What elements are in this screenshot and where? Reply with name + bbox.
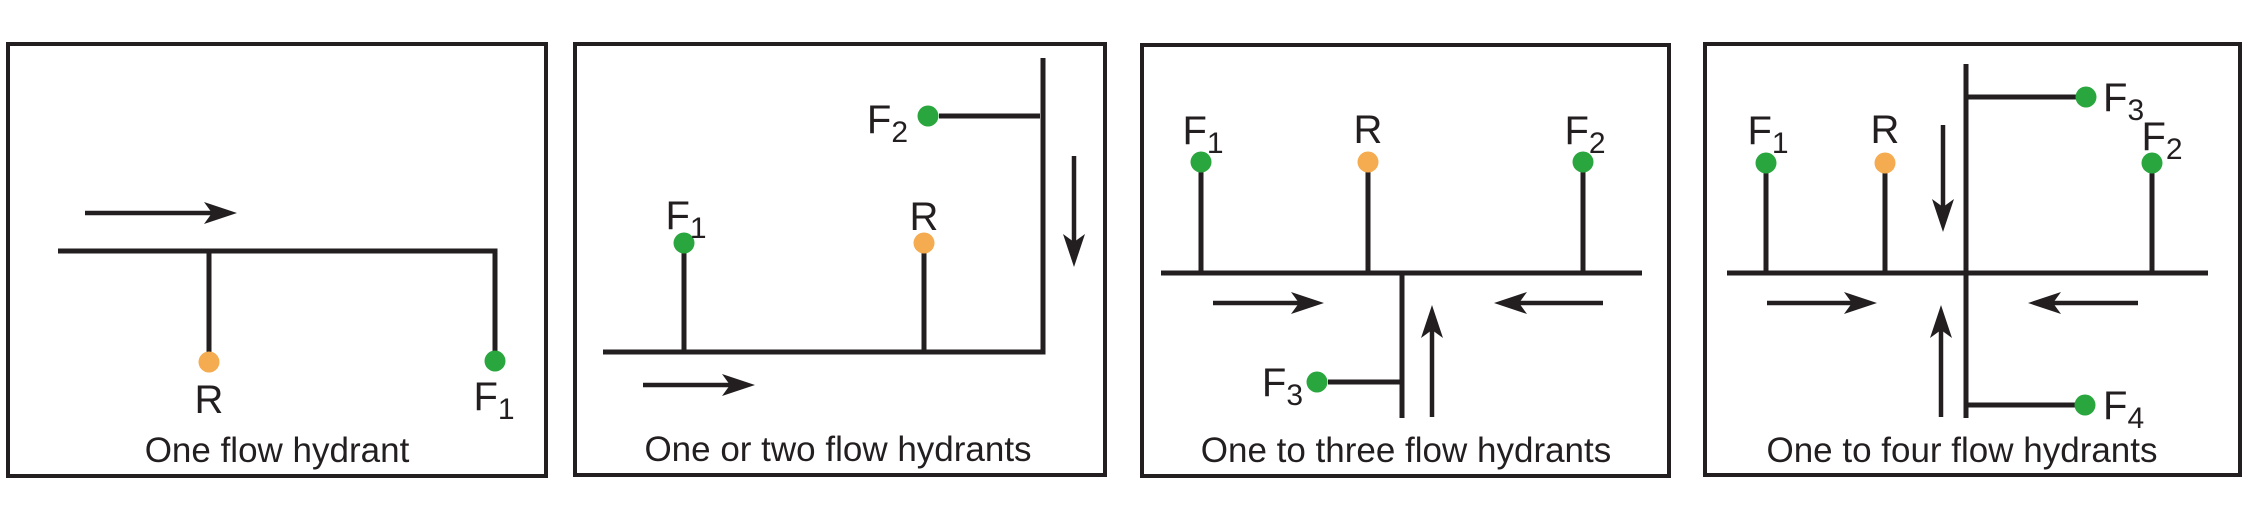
flow-direction-arrow-right xyxy=(1213,292,1324,314)
panel-border xyxy=(1703,42,2242,477)
hydrant-label-F1: F1 xyxy=(1747,109,1788,160)
water-main-pipe xyxy=(603,58,1046,355)
flow-hydrant-dot xyxy=(1306,371,1328,393)
flow-hydrant-dot xyxy=(2141,152,2163,174)
hydrant-label-R: R xyxy=(910,195,939,239)
residual-hydrant-dot xyxy=(1874,152,1896,174)
hydrant-label-F4: F4 xyxy=(2103,384,2144,435)
panel-caption: One to four flow hydrants xyxy=(1766,431,2157,470)
panel-border xyxy=(6,42,548,478)
panel-caption: One flow hydrant xyxy=(145,431,410,470)
flow-direction-arrow-right xyxy=(643,374,755,396)
hydrant-label-F1: F1 xyxy=(665,194,706,245)
hydrant-label-R: R xyxy=(1871,108,1900,152)
water-main-pipe xyxy=(58,248,498,352)
hydrant-label-R: R xyxy=(1354,108,1383,152)
flow-hydrant-dot xyxy=(917,105,939,127)
hydrant-label-R: R xyxy=(195,378,224,422)
flow-hydrant-dot xyxy=(2074,394,2096,416)
panel-border xyxy=(1140,43,1671,478)
hydrant-label-F2: F2 xyxy=(2141,115,2182,166)
flow-direction-arrow-down xyxy=(1932,125,1954,232)
flow-direction-arrow-up xyxy=(1421,305,1443,417)
hydrant-label-F3: F3 xyxy=(1262,361,1303,412)
flow-hydrant-dot xyxy=(673,232,695,254)
hydrant-label-F1: F1 xyxy=(473,375,514,426)
flow-direction-arrow-right xyxy=(85,202,237,224)
hydrant-label-F2: F2 xyxy=(1564,109,1605,160)
flow-direction-arrow-left xyxy=(1494,292,1603,314)
panel-border xyxy=(573,42,1107,477)
flow-direction-arrow-right xyxy=(1767,292,1877,314)
panel-caption: One to three flow hydrants xyxy=(1201,431,1612,470)
panel-one-to-three-flow-hydrants: F1 R F2 F3 One to three flow hydrants xyxy=(1140,43,1671,478)
hydrant-label-F2: F2 xyxy=(867,98,908,149)
flow-direction-arrow-left xyxy=(2028,292,2138,314)
flow-hydrant-dot xyxy=(1572,151,1594,173)
flow-hydrant-dot xyxy=(1190,151,1212,173)
residual-hydrant-dot xyxy=(1357,151,1379,173)
panel-one-or-two-flow-hydrants: F1 R F2 One or two flow hydrants xyxy=(573,42,1107,477)
panel-one-flow-hydrant: R F1 One flow hydrant xyxy=(6,42,548,478)
flow-hydrant-dot xyxy=(1755,152,1777,174)
hydrant-label-F3: F3 xyxy=(2103,76,2144,127)
residual-hydrant-dot xyxy=(198,351,220,373)
residual-hydrant-dot xyxy=(913,232,935,254)
panel-one-to-four-flow-hydrants: F1 R F2 F3 F4 One to four flow hydrants xyxy=(1703,42,2242,477)
hydrant-label-F1: F1 xyxy=(1182,109,1223,160)
flow-direction-arrow-down xyxy=(1063,156,1085,267)
flow-direction-arrow-up xyxy=(1930,305,1952,417)
panel-caption: One or two flow hydrants xyxy=(644,430,1031,469)
flow-hydrant-dot xyxy=(484,350,506,372)
flow-hydrant-dot xyxy=(2075,86,2097,108)
